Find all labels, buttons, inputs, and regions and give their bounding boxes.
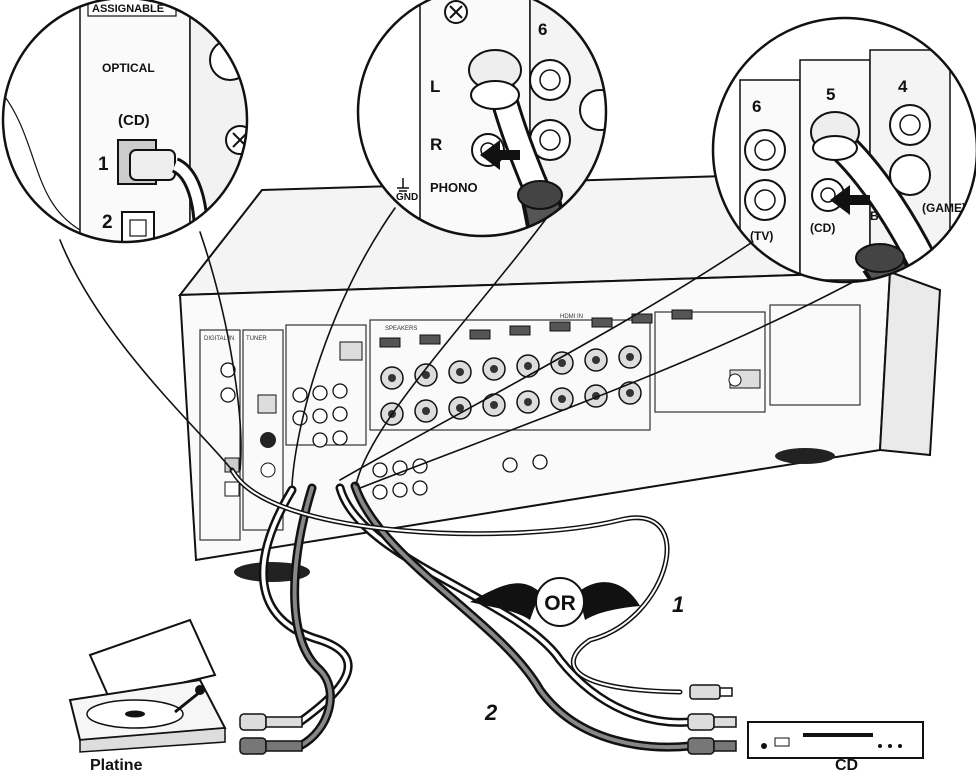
cable-2-label: 2	[484, 700, 498, 725]
cd-player	[747, 721, 924, 759]
phono-left-label: L	[430, 77, 440, 96]
svg-text:7: 7	[205, 3, 211, 15]
phono-right-label: R	[430, 135, 442, 154]
or-label: OR	[544, 592, 576, 615]
cables	[59, 199, 921, 752]
input-4-label: 4	[898, 77, 908, 96]
gnd-label: GND	[396, 192, 418, 203]
hdmi-ports	[379, 309, 693, 348]
tv-label: (TV)	[118, 249, 147, 266]
input-6-label: 6	[752, 97, 761, 116]
tv-input-label: (TV)	[750, 229, 773, 243]
game-label: (GAME)	[922, 201, 966, 215]
cd-label: (CD)	[118, 112, 150, 129]
plugs-cd	[687, 684, 737, 755]
optical-label: OPTICAL	[102, 61, 155, 75]
svg-text:DIGITAL IN: DIGITAL IN	[204, 336, 234, 342]
turntable	[68, 618, 227, 753]
cd-input-label: (CD)	[810, 221, 835, 235]
turntable-label: Platine	[90, 757, 143, 770]
phono-label: PHONO	[430, 180, 478, 195]
input-5-label: 5	[826, 85, 835, 104]
zone-6-label: 6	[538, 20, 547, 39]
assignable-label: ASSIGNABLE	[92, 3, 164, 15]
cable-1-label: 1	[672, 592, 684, 617]
or-indicator: OR	[470, 577, 640, 627]
optical-port-2-label: 2	[102, 212, 113, 233]
svg-text:HDMI IN: HDMI IN	[560, 314, 583, 320]
svg-text:TUNER: TUNER	[246, 336, 267, 342]
optical-port-1-label: 1	[98, 154, 109, 175]
zoom-circle-optical: ASSIGNABLE OPTICAL (CD) 1 2 (TV) 7 L	[1, 0, 249, 266]
svg-text:SPEAKERS: SPEAKERS	[385, 326, 417, 332]
rca-jacks	[220, 362, 548, 500]
cd-player-label: CD	[835, 757, 858, 770]
plugs-turntable	[239, 713, 303, 755]
